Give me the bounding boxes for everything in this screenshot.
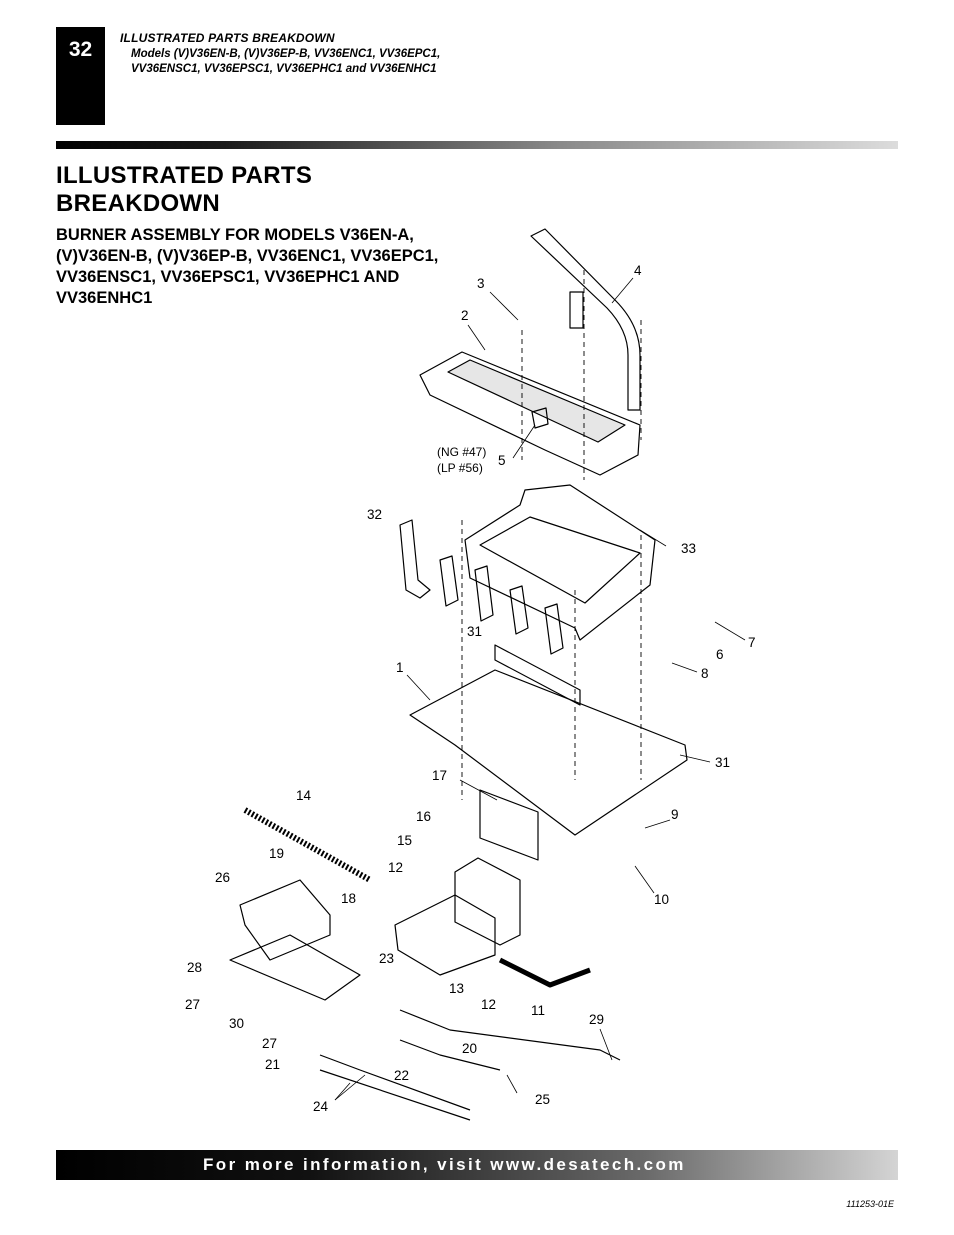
bracket-part-17 — [479, 789, 539, 861]
pipe-part-11 — [498, 957, 591, 988]
callout-22: 22 — [394, 1068, 409, 1083]
callout-30: 30 — [229, 1016, 244, 1031]
bracket-part-28 — [229, 934, 361, 1001]
callout-27b: 27 — [262, 1036, 277, 1051]
frame-part-33 — [464, 484, 656, 641]
callout-12b: 12 — [481, 997, 496, 1012]
valve-body — [394, 894, 496, 976]
callout-12a: 12 — [388, 860, 403, 875]
callout-16: 16 — [416, 809, 431, 824]
orifice-part-5 — [531, 407, 549, 429]
callout-33: 33 — [681, 541, 696, 556]
callout-13: 13 — [449, 981, 464, 996]
tray-part-2 — [419, 351, 641, 476]
footer-bar — [56, 1150, 898, 1180]
callout-27a: 27 — [185, 997, 200, 1012]
module-part-26 — [239, 879, 331, 961]
page-number: 32 — [56, 27, 105, 125]
callout-32: 32 — [367, 507, 382, 522]
orifice-note-ng: (NG #47) — [437, 445, 486, 459]
callout-26: 26 — [215, 870, 230, 885]
callout-11: 11 — [531, 1003, 545, 1018]
orifice-note-lp: (LP #56) — [437, 461, 483, 475]
callout-19: 19 — [269, 846, 284, 861]
document-code: 111253-01E — [846, 1199, 894, 1209]
callout-14: 14 — [296, 788, 312, 803]
callout-20: 20 — [462, 1041, 477, 1056]
footer-website-text: For more information, visit www.desatech… — [203, 1155, 686, 1174]
cover-part-16 — [454, 857, 521, 946]
burner-tubes-part-32 — [399, 519, 564, 655]
section-subtitle: BURNER ASSEMBLY FOR MODELS V36EN-A, (V)V… — [56, 226, 439, 307]
tube-part-4 — [530, 228, 641, 411]
callout-23: 23 — [379, 951, 394, 966]
header-title: ILLUSTRATED PARTS BREAKDOWN — [120, 31, 335, 45]
base-plate-part-1 — [409, 669, 688, 836]
callout-6: 6 — [716, 647, 724, 662]
callout-21: 21 — [265, 1057, 280, 1072]
callout-29: 29 — [589, 1012, 604, 1027]
callout-9: 9 — [671, 807, 679, 822]
header-rule — [56, 141, 898, 149]
callout-3: 3 — [477, 276, 485, 291]
callout-8: 8 — [701, 666, 709, 681]
header-models: Models (V)V36EN-B, (V)V36EP-B, VV36ENC1,… — [131, 48, 441, 75]
callout-24: 24 — [313, 1099, 329, 1114]
callout-31b: 31 — [715, 755, 730, 770]
callout-2: 2 — [461, 308, 469, 323]
callout-1: 1 — [396, 660, 404, 675]
callout-4: 4 — [634, 263, 642, 278]
callout-18: 18 — [341, 891, 356, 906]
callout-17: 17 — [432, 768, 447, 783]
callout-25: 25 — [535, 1092, 550, 1107]
callout-10: 10 — [654, 892, 669, 907]
section-title: ILLUSTRATED PARTS BREAKDOWN — [56, 162, 313, 217]
wire-harness — [319, 1009, 621, 1121]
flex-connector-part-14 — [243, 807, 372, 883]
callout-5: 5 — [498, 453, 506, 468]
callout-7: 7 — [748, 635, 756, 650]
callout-28: 28 — [187, 960, 202, 975]
callout-15: 15 — [397, 833, 412, 848]
callout-31a: 31 — [467, 624, 482, 639]
